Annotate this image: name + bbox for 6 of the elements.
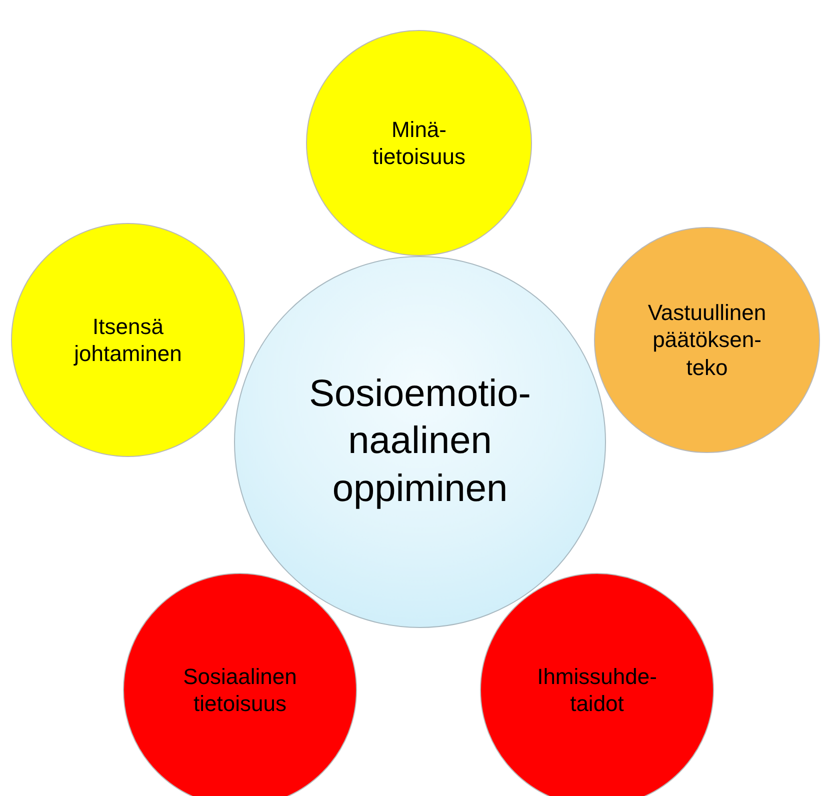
circle-label: Sosiaalinen tietoisuus bbox=[182, 662, 298, 718]
circle-label: Sosioemotio-naalinen oppiminen bbox=[308, 372, 532, 512]
circle-label: Vastuullinen päätöksen-teko bbox=[646, 298, 768, 382]
circle-label: Minä-tietoisuus bbox=[372, 116, 466, 170]
circle-label: Itsensä johtaminen bbox=[72, 312, 183, 368]
circle-label: Ihmissuhde-taidot bbox=[536, 662, 658, 718]
